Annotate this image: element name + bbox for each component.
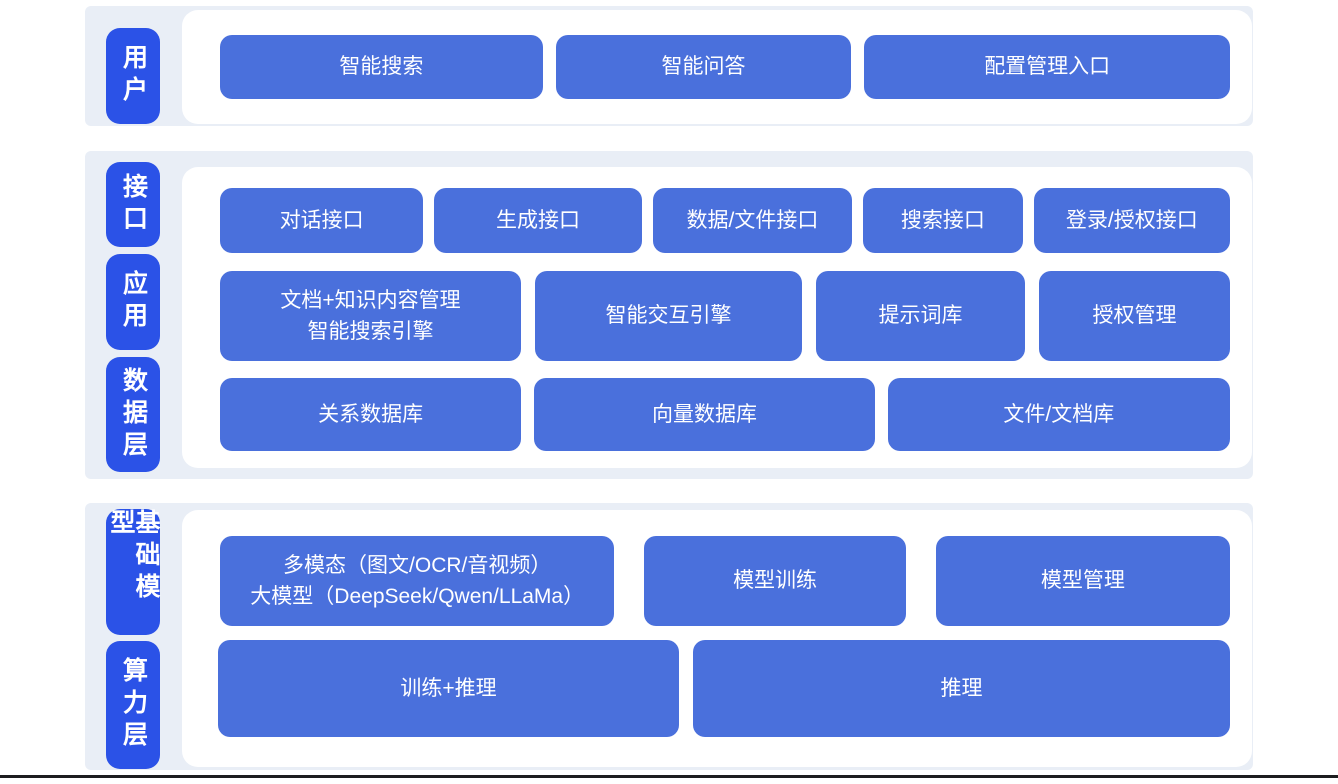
panel-user: 智能搜索 智能问答 配置管理入口	[182, 10, 1252, 124]
layer-label-interface-text: 接口	[119, 172, 148, 237]
box-training-inference: 训练+推理	[218, 640, 680, 737]
box-line: 多模态（图文/OCR/音视频）	[283, 553, 552, 577]
box-inference: 推理	[693, 640, 1230, 737]
box-dialog-api: 对话接口	[220, 188, 424, 253]
box-data-file-api: 数据/文件接口	[652, 188, 853, 253]
layer-label-compute-text: 算力层	[119, 657, 148, 753]
bottom-divider	[0, 775, 1338, 778]
box-relational-db: 关系数据库	[220, 378, 522, 451]
layer-label-application-text: 应用	[119, 270, 148, 334]
box-doc-knowledge-search-engine: 文档+知识内容管理 智能搜索引擎	[220, 271, 521, 361]
box-interaction-engine: 智能交互引擎	[535, 271, 802, 361]
panel-middle: 对话接口 生成接口 数据/文件接口 搜索接口 登录/授权接口 文档+知识内容管理…	[182, 167, 1252, 468]
row-models: 多模态（图文/OCR/音视频） 大模型（DeepSeek/Qwen/LLaMa）…	[220, 536, 1231, 626]
row-compute: 训练+推理 推理	[218, 640, 1230, 737]
layer-label-foundation-model-text: 基础模型	[107, 509, 160, 605]
box-smart-search: 智能搜索	[220, 35, 543, 99]
box-line: 智能搜索引擎	[307, 320, 434, 343]
row-interfaces: 对话接口 生成接口 数据/文件接口 搜索接口 登录/授权接口	[220, 188, 1230, 253]
box-multimodal-llm: 多模态（图文/OCR/音视频） 大模型（DeepSeek/Qwen/LLaMa）	[220, 536, 615, 626]
box-line: 大模型（DeepSeek/Qwen/LLaMa）	[250, 585, 585, 608]
layer-label-foundation-model: 基础模型	[106, 509, 160, 635]
layer-label-user-text: 用户	[119, 44, 148, 108]
layer-label-compute: 算力层	[106, 641, 160, 769]
box-config-management-entry: 配置管理入口	[864, 35, 1230, 99]
row-applications: 文档+知识内容管理 智能搜索引擎 智能交互引擎 提示词库 授权管理	[220, 271, 1230, 361]
box-vector-db: 向量数据库	[534, 378, 875, 451]
layer-label-interface: 接口	[106, 162, 160, 247]
box-model-training: 模型训练	[644, 536, 906, 626]
row-user-entries: 智能搜索 智能问答 配置管理入口	[220, 35, 1230, 99]
box-prompt-library: 提示词库	[816, 271, 1025, 361]
box-line: 文档+知识内容管理	[280, 288, 461, 312]
layer-label-data-text: 数据层	[119, 366, 148, 463]
layer-label-application: 应用	[106, 254, 160, 350]
box-file-doc-store: 文件/文档库	[887, 378, 1230, 451]
box-auth-management: 授权管理	[1039, 271, 1230, 361]
box-model-management: 模型管理	[935, 536, 1231, 626]
layer-band-middle: 接口 应用 数据层 对话接口 生成接口 数据/文件接口 搜索接口 登录/授权接口…	[85, 151, 1253, 479]
layer-band-user: 用户 智能搜索 智能问答 配置管理入口	[85, 6, 1253, 126]
box-login-auth-api: 登录/授权接口	[1033, 188, 1230, 253]
layer-band-bottom: 基础模型 算力层 多模态（图文/OCR/音视频） 大模型（DeepSeek/Qw…	[85, 503, 1253, 770]
row-datastores: 关系数据库 向量数据库 文件/文档库	[220, 378, 1230, 451]
layer-label-data: 数据层	[106, 357, 160, 472]
box-generation-api: 生成接口	[434, 188, 642, 253]
box-smart-qa: 智能问答	[555, 35, 852, 99]
panel-bottom: 多模态（图文/OCR/音视频） 大模型（DeepSeek/Qwen/LLaMa）…	[182, 510, 1252, 767]
layer-label-user: 用户	[106, 28, 160, 124]
box-search-api: 搜索接口	[863, 188, 1023, 253]
